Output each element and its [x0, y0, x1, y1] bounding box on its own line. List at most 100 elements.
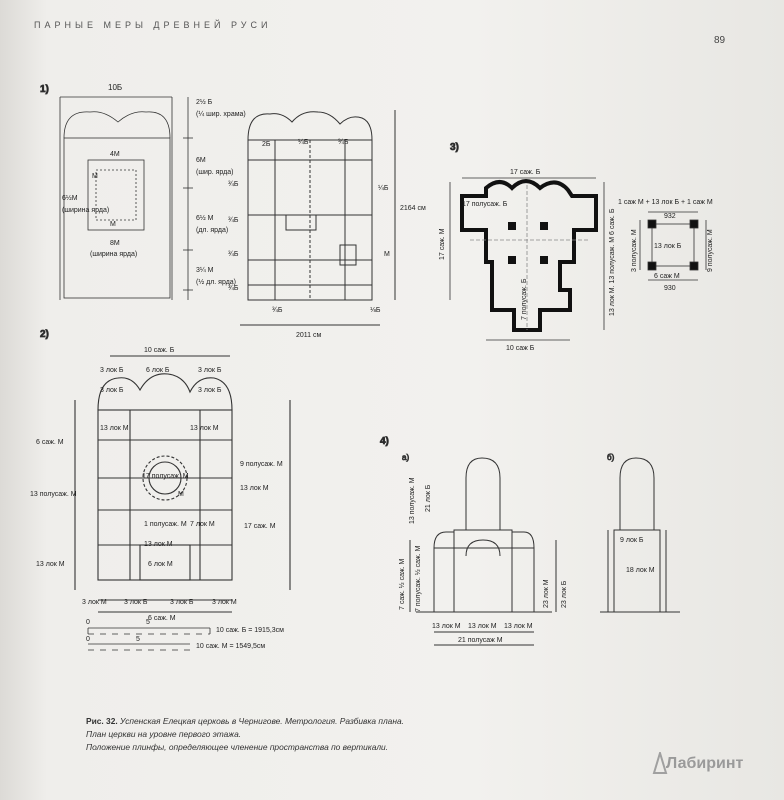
labyrinth-logo-icon	[652, 752, 668, 774]
f3-side-v1: 3 полусаж. М	[631, 229, 638, 272]
f3-side-bottom: 6 саж М	[654, 273, 680, 280]
f2-left3: 13 лок М	[36, 561, 65, 568]
f4-v6: 23 лок Б	[561, 580, 568, 608]
f4-h3: 13 лок М	[504, 623, 533, 630]
f1-q3: ¾Б	[228, 217, 239, 224]
fig3-dims	[449, 177, 605, 341]
fig2-plan	[74, 355, 291, 613]
f1-left-6m: 6½М	[62, 194, 78, 202]
f3-side-932: 932	[664, 213, 676, 220]
f2-r2: 13 лок М	[190, 425, 219, 432]
f3-left: 17 саж. М	[439, 228, 446, 260]
f2-center5: 6 лок М	[148, 561, 173, 568]
f2-a4: 3 лок Б	[100, 387, 124, 394]
f2-a1: 3 лок Б	[100, 367, 124, 374]
f3-side-930: 930	[664, 285, 676, 292]
f1-side-6m-sub: (шир. ярда)	[196, 169, 233, 176]
f4-b-inner: 18 лок М	[626, 567, 655, 574]
fig1-elevation	[59, 96, 193, 300]
f4-v5: 23 лок М	[543, 579, 550, 608]
f4-v3: 7 саж. ½ саж. М	[398, 558, 406, 610]
fig3-plan	[460, 179, 598, 332]
f4-h1: 13 лок М	[432, 623, 461, 630]
f2-right1: 9 полусаж. М	[240, 461, 283, 468]
f2-scale2-label: 10 саж. М = 1549,5см	[196, 643, 265, 650]
f2-r1: 13 лок М	[100, 425, 129, 432]
f1-m1: М	[92, 173, 98, 180]
f1-bottom-8m-sub: (ширина ярда)	[90, 251, 137, 258]
f1-side-3quarter-sub: (½ дл. ярда)	[196, 278, 236, 286]
f2-a2: 6 лок Б	[146, 367, 170, 374]
f4-v4: 7 полусаж. ½ саж. М	[414, 545, 422, 612]
f1-side-6half-sub: (дл. ярда)	[196, 227, 228, 234]
f1-q5: ¾Б	[228, 285, 239, 292]
f2-a3: 3 лок Б	[198, 367, 222, 374]
fig1-number: 1)	[40, 84, 49, 95]
fig4a-elevation	[409, 457, 557, 646]
f3-side-inner: 13 лок Б	[654, 243, 682, 250]
fig3-number: 3)	[450, 142, 459, 153]
f3-apse: 7 полусаж. Б	[521, 278, 528, 320]
f2-b4: 3 лок М	[212, 599, 237, 606]
watermark: Лабиринт	[666, 755, 744, 772]
f3-top: 17 саж. Б	[510, 169, 541, 176]
f1-m2: М	[110, 221, 116, 228]
f2-center3: 7 лок М	[190, 521, 215, 528]
f1-q2: ¼Б	[298, 139, 309, 146]
f4-v2: 21 лок Б	[425, 484, 432, 512]
f1-q1: ¾Б	[228, 181, 239, 188]
f3-right-v: 13 лок М. 13 полусаж. М 6 саж. Б	[609, 208, 616, 316]
f2-scale1-label: 10 саж. Б = 1915,3см	[216, 627, 284, 634]
f1-side-3quarter: 3¼ М	[196, 267, 214, 274]
f1-q7: ¼Б	[378, 185, 389, 192]
fig4-sub-a: а)	[402, 453, 409, 462]
f4-b-label: 9 лок Б	[620, 537, 644, 544]
f1-dim-2164: 2164 см	[400, 205, 426, 212]
f2-a5: 3 лок Б	[198, 387, 222, 394]
fig3-side-plan	[639, 211, 707, 281]
f1-bottom-8m: 8М	[110, 240, 120, 247]
f2-scale1-right: 5	[146, 619, 150, 626]
fig2-number: 2)	[40, 329, 49, 340]
f1-side-6m: 6М	[196, 157, 206, 164]
f2-center4: 13 лок М	[144, 541, 173, 548]
f1-bottom-q: ¾Б	[272, 307, 283, 314]
fig4-sub-b: б)	[607, 453, 615, 462]
f1-dim-2011: 2011 см	[296, 332, 321, 339]
f2-center2: 1 полусаж. М	[144, 521, 187, 528]
f2-b1: 3 лок М	[82, 599, 107, 606]
caption-line3: Положение плинфы, определяющее членение …	[86, 742, 389, 752]
f2-top: 10 саж. Б	[144, 347, 175, 354]
f1-side-6half: 6½ М	[196, 214, 214, 222]
caption-label: Рис. 32.	[86, 716, 118, 726]
f1-plan-2b: 2Б	[262, 141, 271, 148]
page-number: 89	[714, 35, 726, 46]
f3-side-v2: 9 полусаж. М	[707, 229, 714, 272]
running-title: ПАРНЫЕ МЕРЫ ДРЕВНЕЙ РУСИ	[34, 20, 272, 30]
f1-right-top: 2½ Б	[196, 98, 213, 106]
f2-left1: 6 саж. М	[36, 439, 64, 446]
fig4b-elevation	[600, 457, 680, 613]
f4-h2: 13 лок М	[468, 623, 497, 630]
f1-right-top-sub: (¼ шир. храма)	[196, 111, 246, 118]
f3-side-top: 1 саж М + 13 лок Б + 1 саж М	[618, 199, 713, 206]
f1-top-width: 10Б	[108, 83, 122, 92]
caption-line1: Успенская Елецкая церковь в Чернигове. М…	[120, 716, 404, 726]
f2-scale2-left: 0	[86, 636, 90, 643]
caption-line2: План церкви на уровне первого этажа.	[86, 729, 242, 739]
figure-caption: Рис. 32. Успенская Елецкая церковь в Чер…	[86, 715, 556, 754]
f1-inner-4m: 4М	[110, 151, 120, 158]
f3-inner: 17 полусаж. Б	[462, 201, 508, 208]
f2-b2: 3 лок Б	[124, 599, 148, 606]
fig1-plan	[240, 110, 396, 326]
f4-bottom: 21 полусаж М	[458, 637, 503, 644]
f3-bottom: 10 саж Б	[506, 345, 535, 352]
f2-inner-m: М	[178, 491, 184, 498]
f2-b3: 3 лок Б	[170, 599, 194, 606]
f1-q4: ¾Б	[228, 251, 239, 258]
f2-right2: 13 лок М	[240, 485, 269, 492]
f1-q6: ¾Б	[338, 139, 349, 146]
fig2-scales	[87, 627, 211, 651]
